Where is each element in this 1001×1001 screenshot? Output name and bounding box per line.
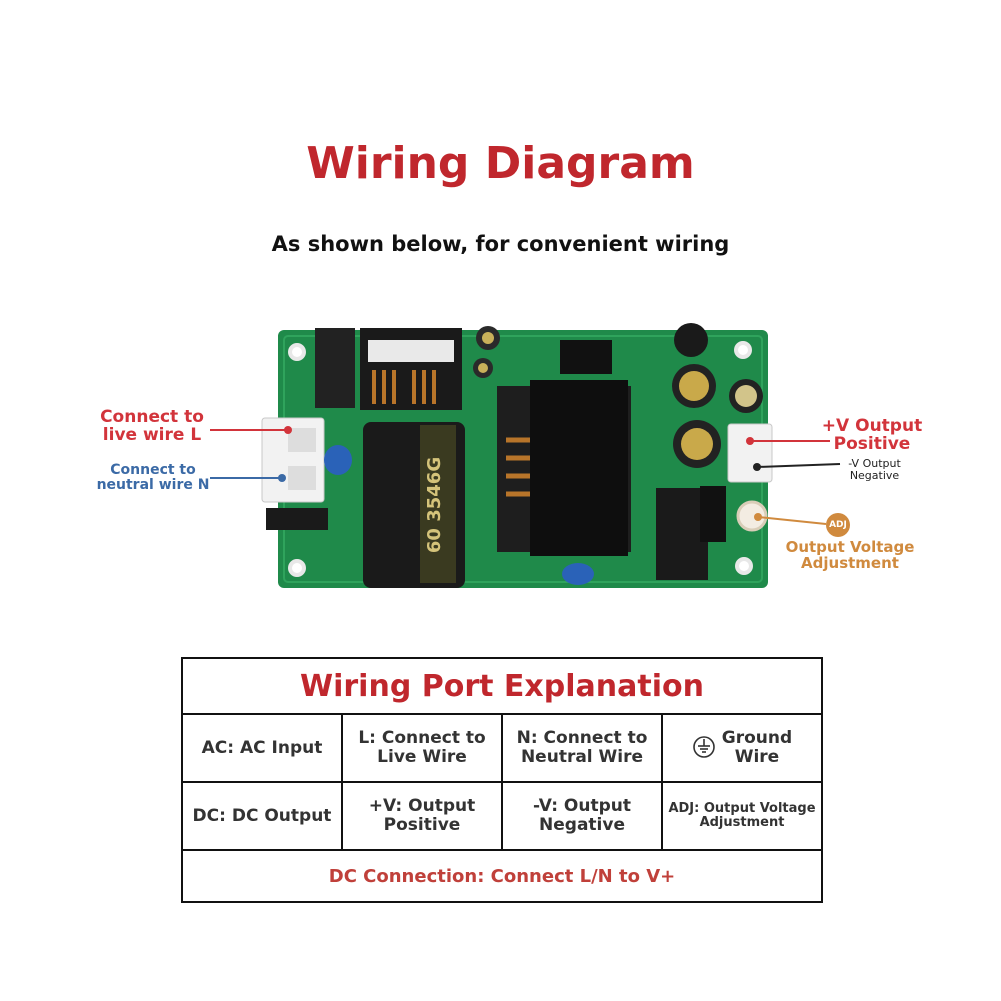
table-cell: N: Connect to Neutral Wire	[501, 713, 663, 783]
table-cell: ADJ: Output Voltage Adjustment	[661, 781, 823, 851]
adj-label: Output Voltage Adjustment	[785, 538, 915, 572]
table-cell-ground: Ground Wire	[661, 713, 823, 783]
table-cell: AC: AC Input	[181, 713, 343, 783]
table-cell: +V: Output Positive	[341, 781, 503, 851]
mount-hole	[735, 557, 753, 575]
ground-icon	[692, 735, 716, 764]
table-cell: L: Connect to Live Wire	[341, 713, 503, 783]
mount-hole	[734, 341, 752, 359]
table-row: DC: DC Output +V: Output Positive -V: Ou…	[181, 781, 823, 851]
table-title: Wiring Port Explanation	[181, 657, 823, 715]
table-row: AC: AC Input L: Connect to Live Wire N: …	[181, 713, 823, 783]
mount-hole	[288, 559, 306, 577]
v-negative-label: -V Output Negative	[848, 457, 901, 482]
v-positive-label: +V Output Positive	[821, 416, 923, 454]
input-block	[315, 328, 355, 408]
adj-badge: ADJ	[826, 513, 850, 537]
table-cell: -V: Output Negative	[501, 781, 663, 851]
dc-output-terminal	[727, 423, 773, 483]
page-subtitle: As shown below, for convenient wiring	[271, 232, 730, 256]
live-wire-label: Connect to live wire L	[100, 407, 204, 445]
adj-potentiometer	[736, 500, 768, 532]
page-title: Wiring Diagram	[306, 138, 695, 189]
table-cell: DC: DC Output	[181, 781, 343, 851]
mount-hole	[288, 343, 306, 361]
capacitor-print: 60 3546G	[424, 457, 445, 553]
controller-ic	[560, 340, 612, 374]
wiring-port-table: Wiring Port Explanation AC: AC Input L: …	[181, 657, 823, 903]
heatsink	[656, 488, 708, 580]
neutral-wire-label: Connect to neutral wire N	[96, 462, 210, 493]
table-footer: DC Connection: Connect L/N to V+	[181, 849, 823, 903]
ground-label: Ground Wire	[721, 728, 793, 767]
